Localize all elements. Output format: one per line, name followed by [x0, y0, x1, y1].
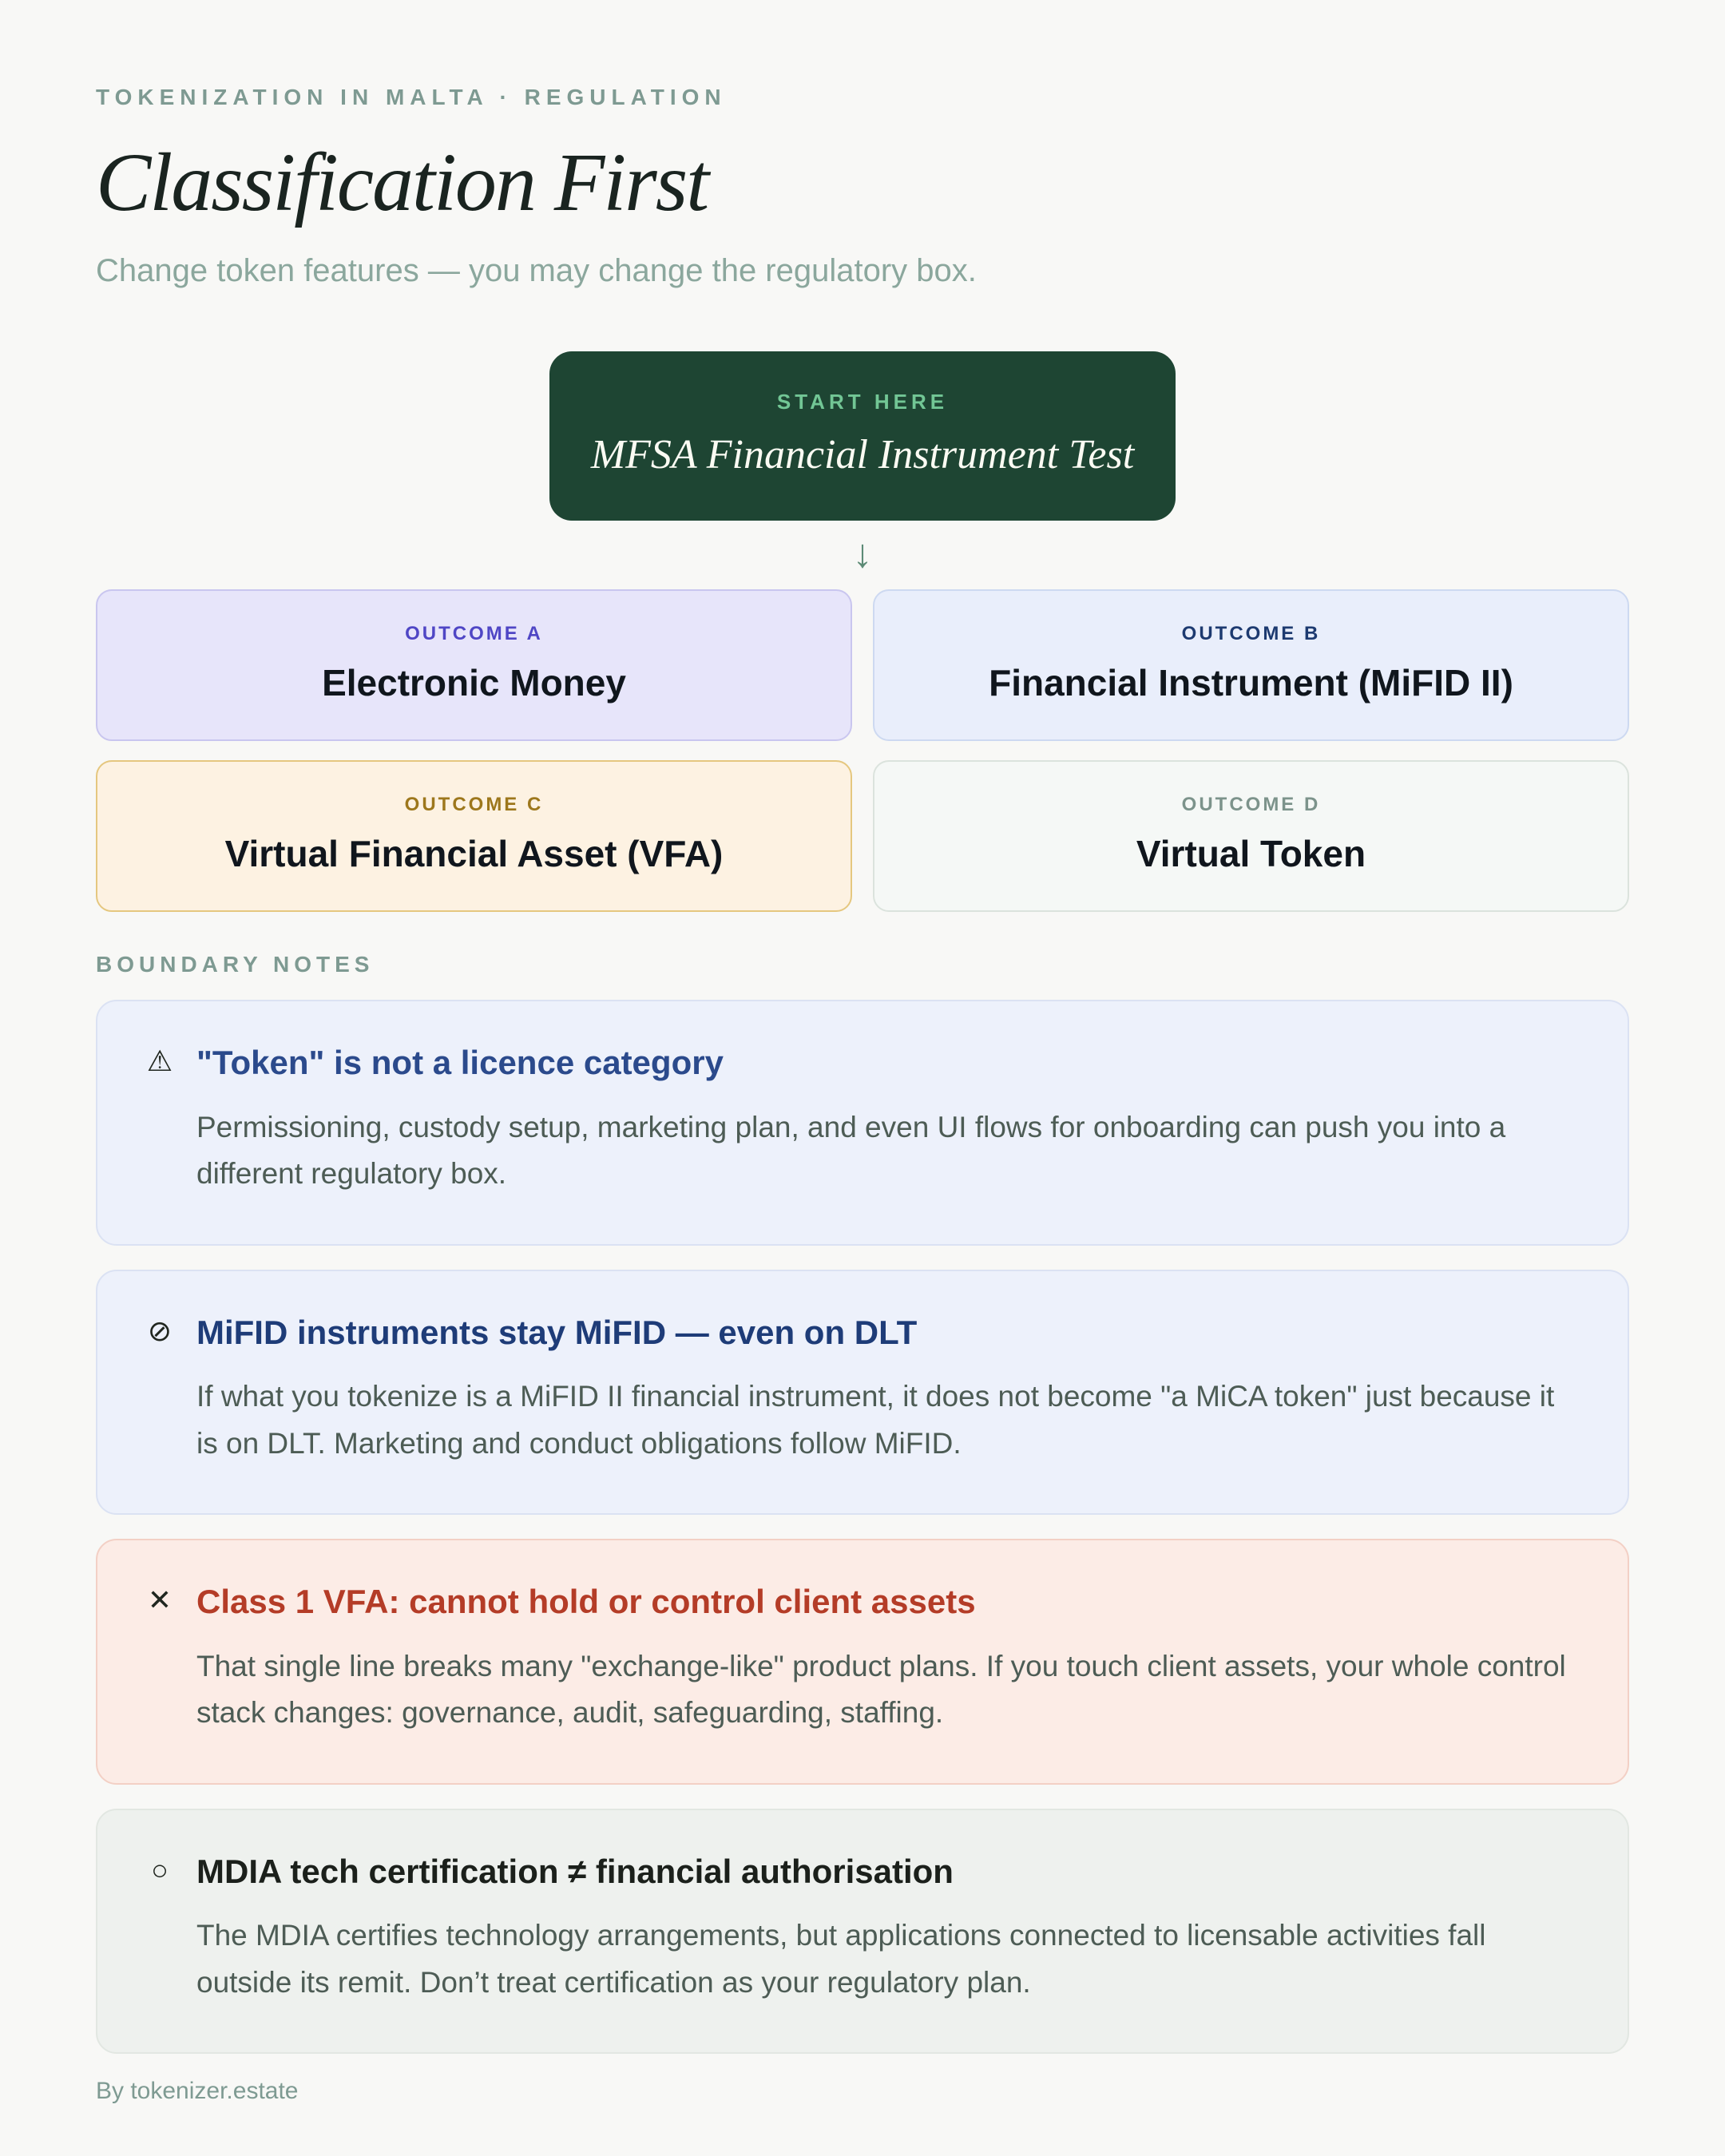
page-subtitle: Change token features — you may change t…	[96, 253, 977, 289]
note-title: MiFID instruments stay MiFID — even on D…	[196, 1313, 918, 1351]
note-title: MDIA tech certification ≠ financial auth…	[196, 1852, 954, 1890]
note-body: The MDIA certifies technology arrangemen…	[196, 1919, 1486, 1999]
outcome-title: Electronic Money	[322, 662, 626, 704]
note-card-token-not-licence: ⚠ "Token" is not a licence category Perm…	[96, 1000, 1629, 1246]
warning-icon: ⚠	[146, 1044, 173, 1078]
note-card-mdia-certification: ○ MDIA tech certification ≠ financial au…	[96, 1808, 1629, 2055]
outcome-grid: OUTCOME A Electronic Money OUTCOME B Fin…	[96, 589, 1629, 913]
note-card-mifid-stays-mifid: ⊘ MiFID instruments stay MiFID — even on…	[96, 1269, 1629, 1516]
start-here-kicker: START HERE	[776, 390, 949, 414]
page-title: Classification First	[96, 137, 709, 228]
outcome-title: Virtual Financial Asset (VFA)	[224, 833, 724, 875]
note-header: ⚠ "Token" is not a licence category	[142, 1041, 1583, 1085]
outcome-title: Financial Instrument (MiFID II)	[989, 662, 1513, 704]
outcome-card-d: OUTCOME D Virtual Token	[873, 760, 1629, 913]
note-body: That single line breaks many "exchange-l…	[196, 1649, 1566, 1730]
outcome-label: OUTCOME A	[405, 623, 543, 645]
start-here-title: MFSA Financial Instrument Test	[590, 432, 1135, 478]
outcome-label: OUTCOME D	[1181, 794, 1321, 816]
outcome-title: Virtual Token	[1136, 833, 1366, 875]
note-header: ⊘ MiFID instruments stay MiFID — even on…	[142, 1311, 1583, 1355]
circle-icon: ○	[151, 1853, 169, 1886]
note-body: If what you tokenize is a MiFID II finan…	[196, 1380, 1555, 1460]
prohibited-icon: ⊘	[147, 1314, 172, 1347]
note-body: Permissioning, custody setup, marketing …	[196, 1110, 1506, 1191]
outcome-card-b: OUTCOME B Financial Instrument (MiFID II…	[873, 589, 1629, 742]
start-here-card: START HERE MFSA Financial Instrument Tes…	[549, 351, 1176, 521]
outcome-card-a: OUTCOME A Electronic Money	[96, 589, 852, 742]
note-title: Class 1 VFA: cannot hold or control clie…	[196, 1583, 976, 1621]
breadcrumb: TOKENIZATION IN MALTA · REGULATION	[96, 85, 727, 109]
note-header: ○ MDIA tech certification ≠ financial au…	[142, 1850, 1583, 1894]
note-title: "Token" is not a licence category	[196, 1044, 724, 1082]
outcome-label: OUTCOME B	[1181, 623, 1321, 645]
boundary-notes-heading: BOUNDARY NOTES	[96, 952, 375, 977]
outcome-card-c: OUTCOME C Virtual Financial Asset (VFA)	[96, 760, 852, 913]
down-arrow-icon: ↓	[852, 531, 873, 577]
note-card-class1-vfa: ✕ Class 1 VFA: cannot hold or control cl…	[96, 1539, 1629, 1785]
footer-credit: By tokenizer.estate	[96, 2078, 299, 2105]
outcome-label: OUTCOME C	[404, 794, 544, 816]
note-header: ✕ Class 1 VFA: cannot hold or control cl…	[142, 1580, 1583, 1624]
cross-icon: ✕	[147, 1583, 172, 1617]
